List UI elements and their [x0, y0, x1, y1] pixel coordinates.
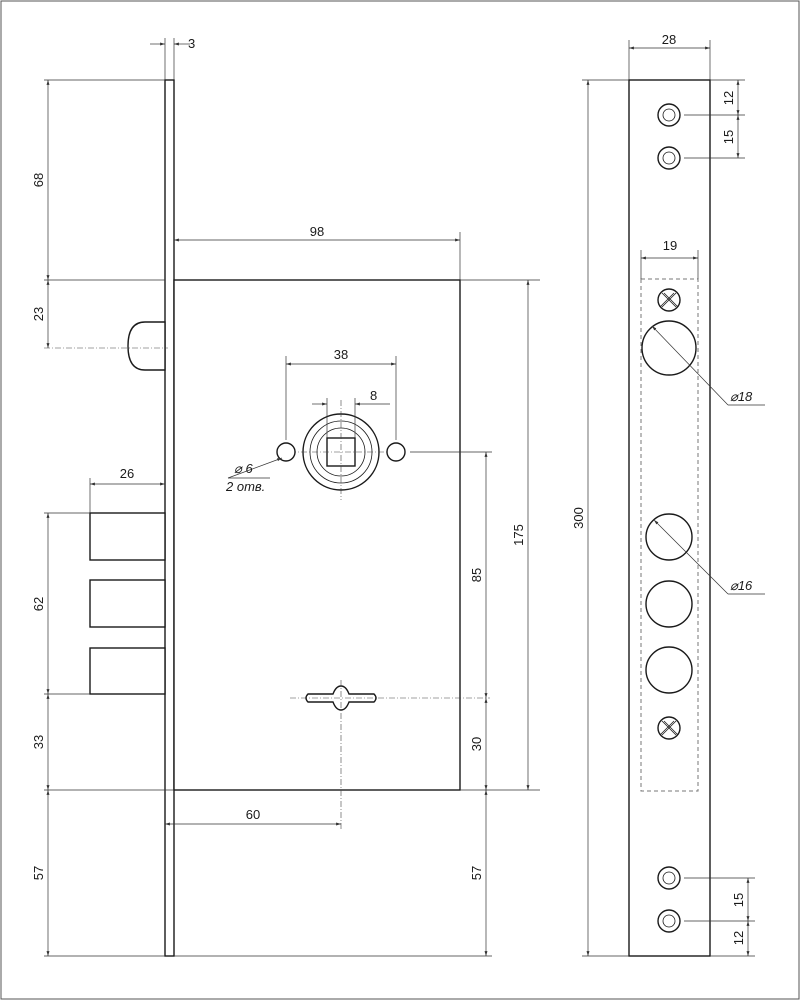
dead-bolt-2: [89, 579, 166, 628]
strike-hole-top-1: [657, 103, 681, 127]
latch-bolt: [127, 321, 166, 371]
dim-case-width: 98: [310, 224, 324, 239]
right-dimensions: 28 300 12 15 15 12 19 ⌀18 ⌀16: [571, 32, 765, 957]
dim-faceplate-thickness: 3: [188, 36, 195, 51]
dead-bolt-1: [89, 512, 166, 561]
dim-hole-diameter: ⌀ 6: [234, 461, 253, 476]
dim-handle-holes-pitch: 38: [334, 347, 348, 362]
dim-bolt-hole-diameter: ⌀16: [730, 578, 753, 593]
leader-hole-6: [227, 457, 283, 479]
dead-bolt-3: [89, 647, 166, 695]
dim-total-length: 300: [571, 507, 586, 529]
dim-top-hole-pitch: 15: [721, 130, 736, 144]
dim-bolt-projection: 26: [120, 466, 134, 481]
dim-spindle-to-key: 85: [469, 568, 484, 582]
dim-top-hole-offset: 12: [721, 91, 736, 105]
dim-backset: 60: [246, 807, 260, 822]
dim-latch-hole-diameter: ⌀18: [730, 389, 753, 404]
screw-bottom-icon: [657, 716, 681, 740]
mount-hole-right: [386, 442, 406, 462]
dim-spindle-square: 8: [370, 388, 377, 403]
strike-window-outline: [640, 278, 699, 792]
dim-bottom-length-right: 57: [469, 866, 484, 880]
strike-hole-top-2: [657, 146, 681, 170]
dim-case-height: 175: [511, 524, 526, 546]
screw-top-icon: [657, 288, 681, 312]
strike-hole-top-2-inner: [662, 151, 676, 165]
dim-latch-height: 23: [31, 307, 46, 321]
strike-bolt-hole-2: [645, 580, 693, 628]
strike-latch-hole: [641, 320, 697, 376]
strike-hole-top-1-inner: [662, 108, 676, 122]
faceplate: [164, 79, 175, 957]
strike-plate-view: [628, 79, 711, 957]
strike-hole-bottom-2-inner: [662, 914, 676, 928]
left-dimensions: 3 68 23 62 33 57 26 98 38 8: [31, 36, 540, 957]
dim-bolt-to-bottom: 33: [31, 735, 46, 749]
dim-hole-count: 2 отв.: [225, 479, 265, 494]
strike-hole-bottom-2: [657, 909, 681, 933]
dim-bolt-span: 62: [31, 597, 46, 611]
lock-case: [173, 279, 461, 791]
strike-bolt-hole-1: [645, 513, 693, 561]
dim-top-to-latch: 68: [31, 173, 46, 187]
strike-hole-bottom-1: [657, 866, 681, 890]
lock-side-view: [44, 79, 490, 957]
dim-bottom-hole-pitch: 15: [731, 893, 746, 907]
dim-strike-window-width: 19: [663, 238, 677, 253]
dim-bottom-length: 57: [31, 866, 46, 880]
leader-16: [653, 519, 729, 595]
dim-bottom-hole-offset: 12: [731, 931, 746, 945]
dim-strike-width: 28: [662, 32, 676, 47]
leader-18: [651, 325, 729, 406]
strike-bolt-hole-3: [645, 646, 693, 694]
mount-hole-left: [276, 442, 296, 462]
dim-key-to-bottom: 30: [469, 737, 484, 751]
strike-hole-bottom-1-inner: [662, 871, 676, 885]
